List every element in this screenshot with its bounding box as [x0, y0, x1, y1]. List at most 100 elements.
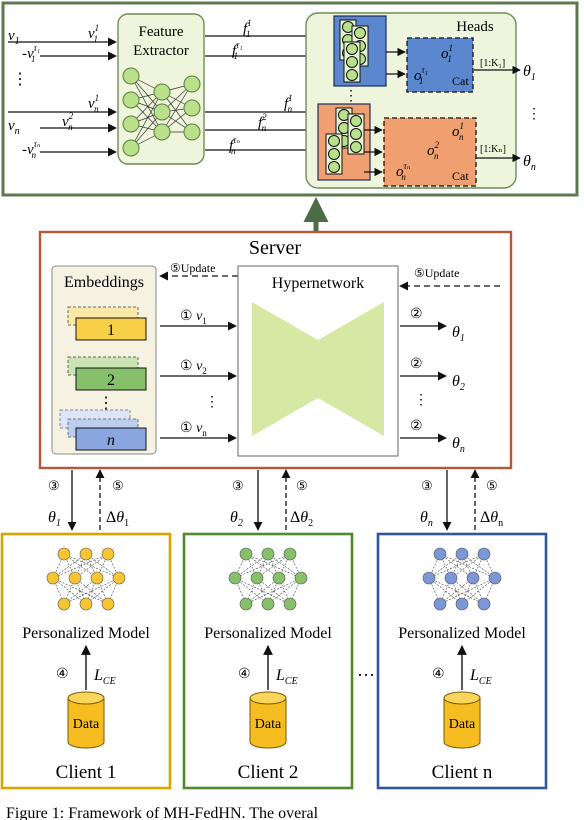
emb-arrow-2: ① v2: [180, 359, 207, 376]
network-node: [283, 547, 297, 561]
embeddings-label: Embeddings: [64, 274, 144, 291]
link-theta-2: θ2: [230, 509, 243, 529]
input-arrows: [8, 37, 117, 157]
network-edge: [439, 553, 496, 579]
network-node: [57, 597, 71, 611]
network-edge: [63, 553, 120, 579]
network-edge: [52, 577, 109, 605]
embedding-card-1: [67, 306, 147, 341]
hypernetwork-shape: [252, 302, 384, 436]
client-name: Client 2: [238, 762, 299, 783]
personalized-model-label: Personalized Model: [398, 625, 526, 642]
data-cylinder-top: [249, 691, 287, 705]
personalized-model-label: Personalized Model: [22, 625, 150, 642]
network-edge: [63, 577, 120, 605]
network-node: [422, 571, 436, 585]
link-down-2: ③: [232, 478, 244, 493]
network-edge: [267, 577, 302, 605]
link-up-2: ⑤: [296, 478, 308, 493]
theta-out-dots: ⋮: [527, 107, 541, 122]
link-down-n: ③: [421, 478, 433, 493]
network-edge: [428, 577, 485, 605]
input-v1: v1: [8, 28, 20, 47]
update-left-label: ⑤Update: [170, 261, 215, 275]
network-node: [101, 597, 115, 611]
head-cat-1: Cat: [452, 74, 469, 88]
step-4-label: ④: [56, 667, 69, 682]
range-n: [1:Kₙ]: [480, 144, 506, 155]
network-node: [444, 571, 458, 585]
embedding-to-hypernet-arrows: [160, 321, 237, 443]
network-node: [466, 571, 480, 585]
network-edge: [439, 577, 474, 605]
data-label: Data: [255, 717, 282, 732]
range-1: [1:K₁]: [480, 58, 505, 69]
network-node: [294, 571, 308, 585]
network-edge: [63, 577, 98, 605]
heads-label: Heads: [456, 19, 494, 35]
link-up-1: ⑤: [112, 478, 124, 493]
network-node: [455, 547, 469, 561]
head-cat-n: Cat: [452, 169, 469, 183]
head-output-n: [383, 117, 477, 187]
network-node: [90, 571, 104, 585]
embedding-card-1-label: 1: [107, 322, 115, 339]
network-node: [46, 571, 60, 585]
step-4-label: ④: [238, 667, 251, 682]
network-node: [68, 571, 82, 585]
head-n-arrows: [364, 125, 521, 177]
out-step-1: ②: [410, 307, 423, 322]
network-node: [239, 597, 253, 611]
network-edge: [234, 553, 291, 579]
network-node: [261, 597, 275, 611]
network-edge: [245, 553, 302, 579]
network-edge: [52, 553, 109, 579]
network-edge: [234, 577, 291, 605]
feature-extractor-label-2: Extractor: [133, 43, 189, 59]
link-down-1: ③: [48, 478, 60, 493]
network-node: [79, 597, 93, 611]
hypernet-output-arrows: [400, 321, 447, 443]
head-output-1: [406, 37, 474, 93]
network-node: [455, 597, 469, 611]
emb-arrow-n: ① vn: [180, 421, 207, 438]
input-vn: vn: [8, 118, 20, 137]
network-node: [239, 547, 253, 561]
embedding-card-n: [59, 409, 147, 451]
out-dots: ⋮: [414, 393, 428, 408]
emb-arrow-1: ① v1: [180, 309, 207, 326]
heads-dots: ⋮: [344, 89, 358, 104]
network-node: [101, 547, 115, 561]
embedding-card-2-label: 2: [107, 372, 115, 389]
hypernetwork-label: Hypernetwork: [272, 275, 364, 292]
data-cylinder-top: [67, 691, 105, 705]
feature-extractor-nodes: [122, 67, 201, 157]
out-step-n: ②: [410, 419, 423, 434]
client-name: Client n: [432, 762, 493, 783]
server-client-links: [67, 469, 480, 531]
embedding-card-n-label: n: [107, 432, 115, 449]
server-title: Server: [249, 237, 302, 259]
network-node: [57, 547, 71, 561]
network-node: [477, 597, 491, 611]
network-node: [272, 571, 286, 585]
link-delta-1: Δθ1: [106, 509, 129, 529]
figure-caption: Figure 1: Framework of MH-FedHN. The ove…: [6, 805, 319, 820]
network-node: [112, 571, 126, 585]
client-name: Client 1: [56, 762, 117, 783]
link-up-n: ⑤: [486, 478, 498, 493]
data-cylinder-fill: [444, 730, 480, 742]
network-node: [477, 547, 491, 561]
data-cylinder-top: [443, 691, 481, 705]
